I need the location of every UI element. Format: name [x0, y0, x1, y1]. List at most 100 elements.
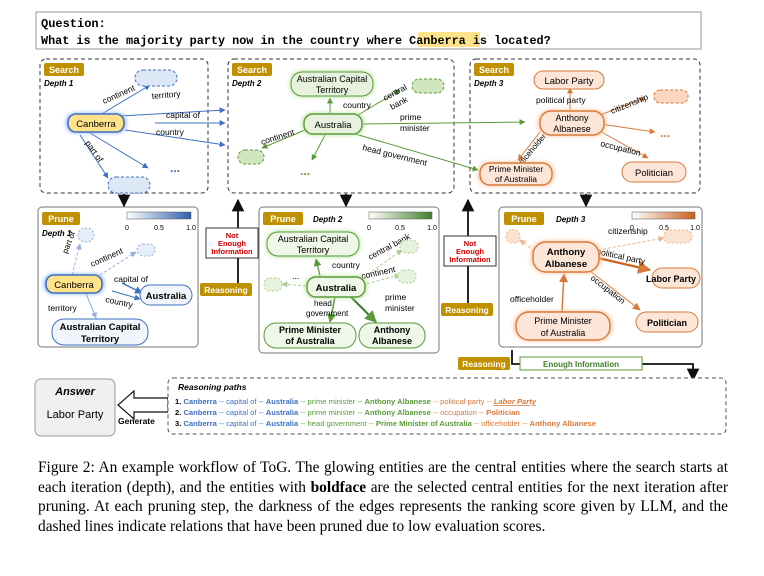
svg-text:prime: prime — [385, 292, 407, 302]
svg-text:Search: Search — [49, 65, 79, 75]
generate-arrow: Generate — [117, 389, 169, 426]
svg-text:continent: continent — [260, 127, 297, 147]
search-panel-depth-1: Search Depth 1 continent territory capit… — [39, 58, 226, 194]
svg-text:of Australia: of Australia — [495, 174, 537, 184]
svg-text:Anthony: Anthony — [374, 325, 411, 335]
svg-text:capital of: capital of — [114, 274, 149, 284]
node-anthony-prune: Anthony Albanese — [531, 241, 601, 273]
svg-text:Reasoning paths: Reasoning paths — [178, 382, 247, 392]
svg-text:Politician: Politician — [647, 318, 687, 328]
not-enough-info-1: Not Enough Information — [205, 227, 259, 259]
prune-panel-depth-1: Prune Depth 1 0 0.5 1.0 continent part o… — [37, 206, 199, 348]
svg-text:Canberra: Canberra — [76, 119, 116, 130]
node-pm-glowing: Prime Minister of Australia — [478, 162, 554, 186]
svg-text:Australian Capital: Australian Capital — [278, 234, 349, 244]
reasoning-path-1: 1. Canberra -- capital of -- Australia -… — [175, 397, 537, 406]
svg-text:Canberra: Canberra — [54, 280, 94, 291]
svg-text:of Australia: of Australia — [541, 328, 586, 338]
search-panel-depth-3: Search Depth 3 political party citizensh… — [469, 58, 701, 194]
svg-text:Enough: Enough — [218, 239, 246, 248]
svg-text:government: government — [306, 309, 349, 318]
svg-text:minister: minister — [400, 123, 430, 133]
svg-text:Depth 1: Depth 1 — [42, 229, 72, 238]
svg-text:territory: territory — [48, 303, 78, 313]
search-panel-depth-2: Search Depth 2 country central bank cont… — [227, 58, 526, 194]
svg-text:...: ... — [170, 161, 180, 175]
svg-text:0: 0 — [630, 225, 634, 232]
svg-text:Anthony: Anthony — [555, 113, 589, 123]
node-australia-glowing: Australia — [302, 113, 364, 135]
node-canberra-prune: Canberra — [44, 274, 104, 294]
svg-text:Depth 3: Depth 3 — [474, 79, 504, 88]
question-highlight-bg — [418, 32, 480, 47]
question-box: Question: What is the majority party now… — [35, 11, 702, 50]
reasoning-path-3: 3. Canberra -- capital of -- Australia -… — [175, 419, 596, 428]
svg-text:Not: Not — [226, 231, 239, 240]
svg-text:Information: Information — [211, 247, 253, 256]
prune-panel-depth-2: Prune Depth 2 0 0.5 1.0 country central … — [258, 206, 440, 354]
svg-text:Search: Search — [479, 65, 509, 75]
svg-text:Depth 3: Depth 3 — [556, 215, 586, 224]
svg-text:Territory: Territory — [81, 334, 120, 345]
svg-text:part of: part of — [83, 138, 105, 164]
svg-text:0.5: 0.5 — [154, 225, 164, 232]
svg-text:of Australia: of Australia — [285, 336, 335, 346]
svg-text:Territory: Territory — [316, 85, 349, 95]
svg-text:0.5: 0.5 — [395, 225, 405, 232]
svg-text:citizenship: citizenship — [609, 92, 650, 116]
svg-text:Australian Capital: Australian Capital — [60, 322, 141, 333]
svg-text:0: 0 — [367, 225, 371, 232]
svg-text:Politician: Politician — [635, 168, 673, 179]
svg-text:officeholder: officeholder — [510, 294, 554, 304]
svg-text:Anthony: Anthony — [547, 247, 586, 258]
svg-text:Prune: Prune — [511, 214, 537, 224]
svg-text:0: 0 — [125, 225, 129, 232]
svg-text:citizenship: citizenship — [608, 226, 648, 236]
svg-text:Depth 2: Depth 2 — [313, 215, 343, 224]
node-australia-prune: Australia — [305, 276, 367, 298]
svg-text:continent: continent — [89, 245, 125, 268]
svg-text:Albanese: Albanese — [372, 336, 412, 346]
svg-text:country: country — [156, 127, 185, 137]
svg-text:country: country — [332, 260, 361, 270]
svg-text:Prune: Prune — [48, 214, 74, 224]
reasoning-paths-box: Reasoning paths 1. Canberra -- capital o… — [167, 377, 727, 435]
svg-text:Enough: Enough — [456, 247, 484, 256]
svg-text:Answer: Answer — [54, 386, 95, 398]
svg-text:territory: territory — [151, 88, 181, 101]
svg-text:...: ... — [660, 126, 670, 140]
svg-text:Albanese: Albanese — [545, 259, 587, 270]
svg-text:political party: political party — [536, 95, 586, 105]
not-enough-info-2: Not Enough Information — [443, 235, 497, 267]
svg-text:...: ... — [300, 164, 310, 178]
answer-box: Answer Labor Party — [34, 378, 116, 437]
svg-text:Information: Information — [449, 255, 491, 264]
svg-text:Depth 2: Depth 2 — [232, 79, 262, 88]
reasoning-tag-2: Reasoning — [441, 303, 493, 316]
node-act: Australian Capital Territory — [290, 71, 374, 97]
svg-text:Reasoning: Reasoning — [204, 285, 247, 295]
svg-text:capital of: capital of — [166, 110, 201, 120]
svg-text:1.0: 1.0 — [186, 225, 196, 232]
svg-text:minister: minister — [385, 303, 415, 313]
svg-text:Reasoning: Reasoning — [462, 359, 505, 369]
svg-text:continent: continent — [360, 264, 396, 281]
svg-text:Generate: Generate — [118, 416, 155, 426]
svg-text:Labor Party: Labor Party — [47, 409, 104, 421]
prune-panel-depth-3: Prune Depth 3 0 0.5 1.0 citizenship poli… — [498, 206, 703, 348]
svg-text:Enough Information: Enough Information — [543, 360, 619, 369]
svg-text:Reasoning: Reasoning — [445, 305, 488, 315]
svg-text:occupation: occupation — [589, 273, 628, 306]
svg-text:country: country — [343, 100, 372, 110]
node-act-prune: Australian Capital Territory — [266, 231, 360, 257]
svg-text:prime: prime — [400, 112, 422, 122]
depth-label: Depth 1 — [44, 79, 74, 88]
svg-text:1.0: 1.0 — [690, 225, 700, 232]
svg-text:...: ... — [292, 271, 300, 281]
score-scale-green: 0 0.5 1.0 — [367, 211, 437, 232]
svg-text:1.0: 1.0 — [427, 225, 437, 232]
reasoning-tag-3: Reasoning — [458, 357, 510, 370]
svg-text:Not: Not — [464, 239, 477, 248]
node-pm-prune: Prime Minister of Australia — [514, 311, 612, 341]
prune-tag — [42, 212, 80, 225]
